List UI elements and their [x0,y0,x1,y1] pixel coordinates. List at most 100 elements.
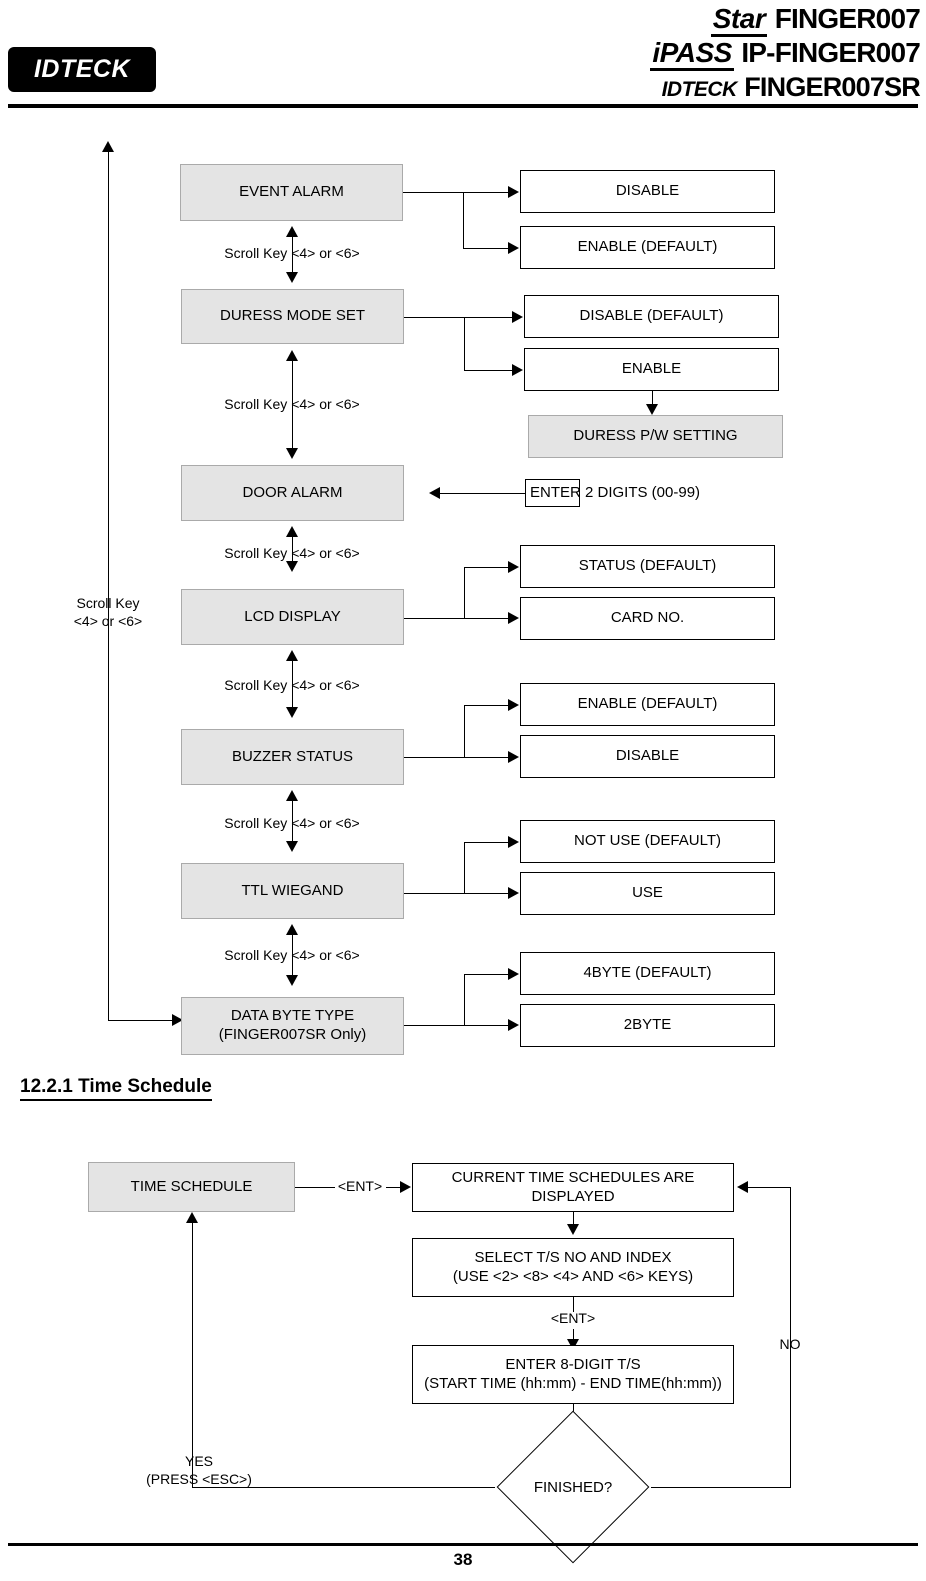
menu-node-event-alarm-label: EVENT ALARM [239,183,344,201]
ts-node-enter-8digit-label2: (START TIME (hh:mm) - END TIME(hh:mm)) [424,1374,722,1392]
scroll-arrow-up-3 [286,526,298,537]
product-title-block: Star FINGER007 iPASS IP-FINGER007 IDTECK… [360,2,921,104]
menu-node-duress-mode-set[interactable]: DURESS MODE SET [181,289,404,344]
conn-arrow-event-disable [508,186,519,198]
node-duress-pw-setting-label: DURESS P/W SETTING [573,427,738,445]
scroll-arrow-down-5 [286,841,298,852]
conn-arrow-lcd-card [508,612,519,624]
ts-node-time-schedule-label: TIME SCHEDULE [130,1177,253,1195]
menu-node-buzzer-status[interactable]: BUZZER STATUS [181,729,404,785]
conn-arrow-duress-disable [512,311,523,323]
option-lcd-card-no[interactable]: CARD NO. [520,597,775,640]
model-finger007: FINGER007 [774,3,921,34]
option-event-alarm-disable[interactable]: DISABLE [520,170,775,213]
ts-yes-label-line1: YES [184,1453,213,1469]
idteck-logo-text: IDTECK [33,55,131,83]
ts-conn-ent1-right [386,1187,400,1188]
option-databyte-4byte-default[interactable]: 4BYTE (DEFAULT) [520,952,775,995]
option-buzzer-disable-label: DISABLE [615,747,680,765]
conn-event-alarm-stub [403,192,463,193]
ts-node-select-ts[interactable]: SELECT T/S NO AND INDEX (USE <2> <8> <4>… [412,1238,734,1297]
option-ttl-not-use-default[interactable]: NOT USE (DEFAULT) [520,820,775,863]
footer-divider [8,1543,918,1546]
conn-event-alarm-vertical [463,192,464,248]
conn-lcd-to-card [464,618,508,619]
option-lcd-status-default-label: STATUS (DEFAULT) [578,557,717,575]
menu-node-door-alarm[interactable]: DOOR ALARM [181,465,404,521]
scroll-arrow-down-4 [286,707,298,718]
ts-yes-label-line2: (PRESS <ESC>) [146,1471,252,1488]
ts-node-select-ts-label1: SELECT T/S NO AND INDEX [474,1248,672,1266]
option-duress-enable-label: ENABLE [621,360,682,378]
ts-node-select-ts-label2: (USE <2> <8> <4> AND <6> KEYS) [452,1267,694,1285]
option-door-alarm-enter-digits[interactable]: ENTER 2 DIGITS (00-99) [525,479,700,507]
ts-node-enter-8digit[interactable]: ENTER 8-DIGIT T/S (START TIME (hh:mm) - … [412,1345,734,1404]
loop-line-vertical [108,152,109,1020]
idteck-logo: IDTECK [8,47,156,92]
conn-ttl-to-notuse [464,842,508,843]
scroll-arrow-up-1 [286,226,298,237]
scroll-label-5: Scroll Key <4> or <6> [224,815,360,831]
option-databyte-4byte-default-label: 4BYTE (DEFAULT) [583,964,712,982]
menu-node-data-byte-type-label2: (FINGER007SR Only) [218,1026,367,1043]
scroll-label-3: Scroll Key <4> or <6> [224,545,360,561]
left-loop-label-line2: <4> or <6> [73,613,143,630]
menu-node-ttl-wiegand[interactable]: TTL WIEGAND [181,863,404,919]
menu-node-duress-mode-set-label: DURESS MODE SET [219,307,366,325]
conn-buzzer-to-disable [464,757,508,758]
ts-yes-line-vertical [192,1223,193,1487]
conn-arrow-lcd-status [508,561,519,573]
page-header: IDTECK Star FINGER007 iPASS IP-FINGER007… [0,0,926,112]
conn-databyte-vertical [464,974,465,1025]
conn-arrow-duress-pw [646,404,658,415]
scroll-arrow-down-3 [286,561,298,572]
product-line-1: Star FINGER007 [360,2,921,37]
conn-event-alarm-to-enable [463,248,508,249]
ts-no-line-vertical [790,1187,791,1487]
conn-duress-pw-vertical [652,391,653,406]
ts-node-time-schedule[interactable]: TIME SCHEDULE [88,1162,295,1212]
scroll-label-2: Scroll Key <4> or <6> [224,396,360,412]
option-duress-enable[interactable]: ENABLE [524,348,779,391]
conn-duress-vertical [464,317,465,370]
ts-node-current-schedules[interactable]: CURRENT TIME SCHEDULES ARE DISPLAYED [412,1163,734,1212]
option-duress-disable-default-label: DISABLE (DEFAULT) [579,307,724,325]
option-databyte-2byte[interactable]: 2BYTE [520,1004,775,1047]
ts-no-arrow-left [737,1181,748,1193]
conn-duress-stub [404,317,464,318]
conn-lcd-stub [404,618,464,619]
option-duress-disable-default[interactable]: DISABLE (DEFAULT) [524,295,779,338]
product-line-2: iPASS IP-FINGER007 [360,36,921,71]
conn-event-alarm-to-disable [463,192,508,193]
conn-ttl-vertical [464,842,465,893]
option-lcd-status-default[interactable]: STATUS (DEFAULT) [520,545,775,588]
conn-arrow-door-alarm [429,487,440,499]
option-databyte-2byte-label: 2BYTE [623,1016,672,1034]
conn-duress-to-enable [464,370,512,371]
node-duress-pw-setting[interactable]: DURESS P/W SETTING [528,415,783,458]
scroll-arrow-up-4 [286,650,298,661]
ts-yes-label: YES (PRESS <ESC>) [134,1452,264,1488]
conn-buzzer-stub [404,757,464,758]
left-loop-scroll-label: Scroll Key <4> or <6> [52,594,164,630]
scroll-line-4 [292,661,293,707]
brand-ipass: iPASS [650,37,734,71]
ts-arrow-1to2 [567,1224,579,1235]
option-buzzer-enable-default[interactable]: ENABLE (DEFAULT) [520,683,775,726]
left-loop-label-line1: Scroll Key [76,595,140,611]
option-buzzer-enable-default-label: ENABLE (DEFAULT) [577,695,718,713]
ts-no-line-horizontal-bottom [651,1487,791,1488]
option-ttl-use[interactable]: USE [520,872,775,915]
conn-databyte-stub [404,1025,464,1026]
section-heading: 12.2.1 Time Schedule [20,1076,212,1101]
option-buzzer-disable[interactable]: DISABLE [520,735,775,778]
option-ttl-not-use-default-label: NOT USE (DEFAULT) [574,832,721,850]
menu-node-event-alarm[interactable]: EVENT ALARM [180,164,403,221]
menu-node-data-byte-type[interactable]: DATA BYTE TYPE (FINGER007SR Only) [181,997,404,1055]
scroll-label-6: Scroll Key <4> or <6> [224,947,360,963]
conn-duress-to-disable [464,317,512,318]
menu-node-ttl-wiegand-label: TTL WIEGAND [241,881,344,899]
scroll-arrow-up-5 [286,790,298,801]
option-event-alarm-enable[interactable]: ENABLE (DEFAULT) [520,226,775,269]
menu-node-lcd-display[interactable]: LCD DISPLAY [181,589,404,645]
